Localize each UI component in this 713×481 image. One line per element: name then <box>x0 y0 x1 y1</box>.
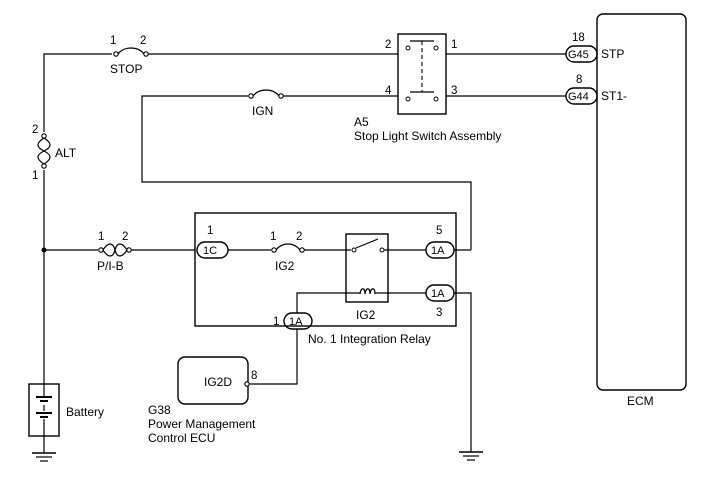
ig2-relay-box <box>345 233 389 303</box>
pib-pin-left: 1 <box>98 231 104 243</box>
fuse-alt <box>37 133 51 169</box>
stop-fuse-label: STOP <box>110 62 142 76</box>
ecm-box <box>596 13 687 391</box>
wire-ecu-to-relay <box>249 329 298 385</box>
ecu-pin-8: 8 <box>251 370 257 382</box>
relay-pin-1: 1 <box>273 316 279 328</box>
ground-icon <box>32 452 56 462</box>
relay-pin-5: 5 <box>436 225 442 237</box>
alt-pin-bottom: 1 <box>32 170 38 182</box>
stop-pin-left: 1 <box>110 35 116 47</box>
fuse-ign <box>248 89 284 99</box>
ecu-terminal-ig2d: IG2D <box>204 375 232 389</box>
connector-g44 <box>565 87 598 105</box>
switch-pin-2: 2 <box>385 39 391 51</box>
alt-pin-top: 2 <box>32 124 38 136</box>
connector-g44-label: G44 <box>568 91 589 103</box>
switch-pin-4: 4 <box>385 85 392 97</box>
fuse-pib <box>98 243 132 257</box>
ig2-fuse-label: IG2 <box>275 259 295 273</box>
ecu-name-line1: Power Management <box>148 417 256 431</box>
connector-g45-label: G45 <box>568 49 589 61</box>
integration-relay-box <box>194 212 457 327</box>
stop-switch-name: Stop Light Switch Assembly <box>354 129 501 143</box>
connector-1c-label: 1C <box>203 245 217 257</box>
switch-pin-3: 3 <box>451 85 457 97</box>
stop-switch-id: A5 <box>354 115 369 129</box>
wire-ign-loop <box>141 95 472 250</box>
battery-icon <box>36 384 52 436</box>
ig2-relay-coil <box>359 288 376 295</box>
ecu-name-line2: Control ECU <box>148 431 215 445</box>
ecm-label: ECM <box>627 394 654 408</box>
connector-1a-coil-left <box>283 312 313 330</box>
stop-light-switch-contacts <box>405 40 439 102</box>
alt-fuse-label: ALT <box>55 146 77 160</box>
ig2-fuse-pin-left: 1 <box>270 231 276 243</box>
connector-1a-coil-right-label: 1A <box>431 288 445 300</box>
stop-pin-right: 2 <box>140 35 146 47</box>
battery-label: Battery <box>66 405 104 419</box>
wire-coil-to-ground <box>454 292 472 452</box>
ecm-pin-8: 8 <box>576 74 582 86</box>
integration-relay-name: No. 1 Integration Relay <box>308 332 431 346</box>
relay-pin-3: 3 <box>436 307 442 319</box>
connector-1a-out-label: 1A <box>431 245 445 257</box>
relay-pin-1c: 1 <box>207 225 213 237</box>
ecu-id: G38 <box>148 403 171 417</box>
fuse-stop <box>113 47 149 57</box>
ground-icon <box>459 451 483 461</box>
stop-light-switch-box <box>397 33 447 115</box>
switch-pin-1: 1 <box>451 39 457 51</box>
power-management-ecu-box <box>177 356 249 405</box>
wire-coil-left <box>296 292 360 313</box>
ig2-relay-label: IG2 <box>356 308 376 322</box>
ecu-pin-dot <box>244 381 250 387</box>
pib-fuse-label: P/I-B <box>97 259 124 273</box>
connector-g45 <box>565 45 598 63</box>
pib-pin-right: 2 <box>122 231 128 243</box>
connector-1a-coil-left-label: 1A <box>289 316 303 328</box>
ecm-pin-18: 18 <box>572 32 585 44</box>
ign-fuse-label: IGN <box>252 104 273 118</box>
ig2-fuse-pin-right: 2 <box>296 231 302 243</box>
ecm-signal-st1: ST1- <box>601 89 627 103</box>
fuse-ig2 <box>271 243 305 253</box>
wire-main-bus-top <box>43 53 112 132</box>
ecm-signal-stp: STP <box>601 47 624 61</box>
ig2-relay-contacts <box>351 238 385 253</box>
